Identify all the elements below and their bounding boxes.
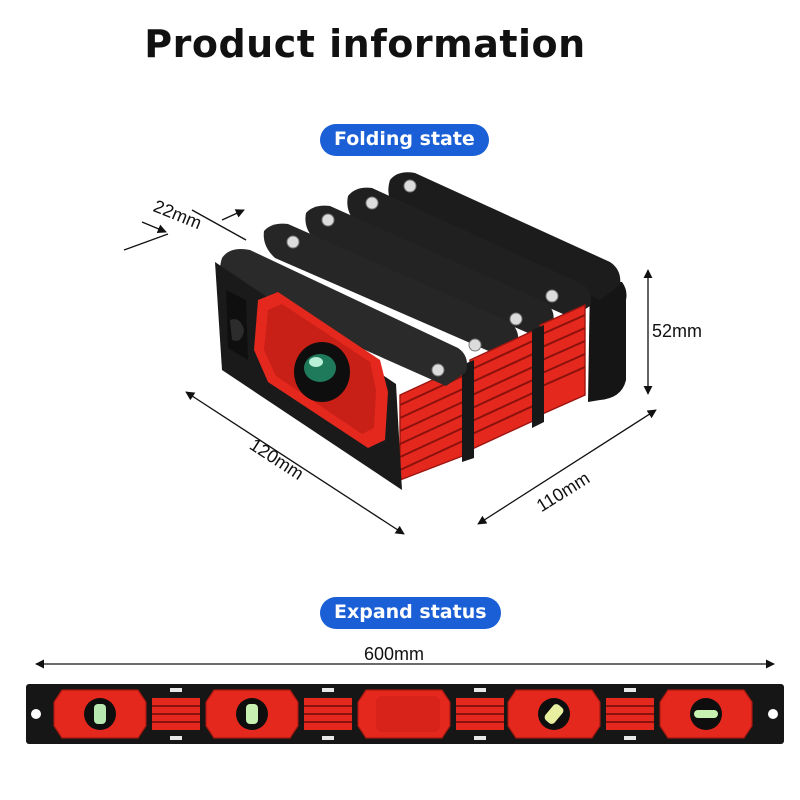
page-title: Product information: [144, 22, 586, 66]
expanded-length-label: 600mm: [364, 644, 424, 664]
folded-plates: [215, 172, 627, 490]
expand-status-badge: Expand status: [320, 597, 501, 629]
height-label: 52mm: [652, 321, 702, 341]
length-label: 120mm: [246, 434, 307, 483]
expanded-level-illustration: [26, 684, 784, 744]
dimension-lines: [35, 209, 775, 669]
width-label: 110mm: [533, 468, 593, 516]
thickness-label: 22mm: [151, 196, 205, 233]
folding-state-badge: Folding state: [320, 124, 489, 156]
